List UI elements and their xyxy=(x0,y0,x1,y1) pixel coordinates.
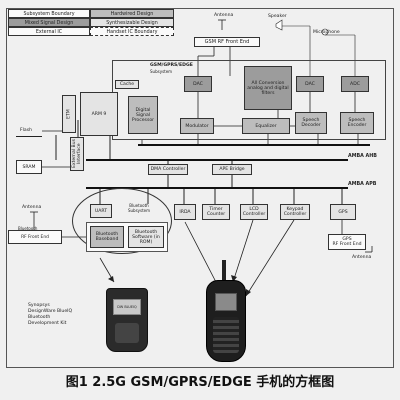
amba-ahb-bus xyxy=(86,159,348,161)
analog-digital-filters: All Conversion analog and digital filter… xyxy=(244,66,292,110)
bluetooth-antenna-label: Antenna xyxy=(22,205,42,210)
gsm-subsystem-sublabel: Subsystem xyxy=(150,69,173,74)
bluetooth-subsystem-label: Bluetooth Subsystem xyxy=(127,203,151,213)
bluetooth-baseband: Bluetooth Baseband xyxy=(90,226,124,248)
amba-ahb-label: AMBA AHB xyxy=(348,154,377,159)
kit-line-2: DesignWare BlueIQ xyxy=(28,309,73,314)
gsm-dac: DAC xyxy=(184,76,212,92)
figure-border xyxy=(6,8,394,368)
external-bus-interface: External Bus Interface xyxy=(70,137,84,171)
audio-adc: ADC xyxy=(341,76,369,92)
kit-line-3: Bluetooth xyxy=(28,315,51,320)
microphone-label: Microphone xyxy=(313,30,340,35)
dma-controller: DMA Controller xyxy=(148,164,188,175)
speaker-label: Speaker xyxy=(268,14,287,19)
antenna-label: Antenna xyxy=(214,13,234,18)
sram-block: SRAM xyxy=(16,160,42,174)
figure-caption: 图1 2.5G GSM/GPRS/EDGE 手机的方框图 xyxy=(65,375,335,390)
gps-rf-label: RF Front End xyxy=(332,242,362,247)
keypad-controller-block: Keypad Controller xyxy=(280,204,310,220)
gsm-rf-front-end: GSM RF Front End xyxy=(194,37,260,47)
gsm-subsystem-label: GSM/GPRS/EDGE xyxy=(150,63,193,68)
legend-handset-ic-boundary: Handset IC Boundary xyxy=(90,27,174,36)
legend-external-ic: External IC xyxy=(8,27,90,36)
equalizer-block: Equalizer xyxy=(242,118,290,134)
phone-antenna xyxy=(222,260,226,284)
bluetooth-boundary-ellipse xyxy=(72,188,172,254)
legend-subsystem-boundary: Subsystem Boundary xyxy=(8,9,90,18)
timer-counter-block: Timer Counter xyxy=(202,204,230,220)
flash-label: Flash xyxy=(20,128,33,133)
amba-apb-bus xyxy=(86,187,348,189)
lcd-controller-block: LCD Controller xyxy=(240,204,268,220)
audio-dac: DAC xyxy=(296,76,324,92)
gsm-internal-bus xyxy=(138,144,370,146)
speech-encoder-block: Speech Encoder xyxy=(340,112,374,134)
kit-line-1: Synopsys xyxy=(28,303,50,308)
legend-synthesizable-design: Synthesizable Design xyxy=(90,18,174,27)
ape-bridge: APE Bridge xyxy=(212,164,252,175)
gps-rf-top-label: GPS xyxy=(342,237,352,242)
gps-antenna-label: Antenna xyxy=(352,255,372,260)
dev-kit-device-label: DW BLUEIQ xyxy=(113,299,141,315)
bluetooth-dev-kit-image: DW BLUEIQ xyxy=(106,288,148,352)
amba-apb-label: AMBA APB xyxy=(348,182,377,187)
uart-block: UART xyxy=(90,204,112,218)
flash-underline xyxy=(16,136,42,137)
etm-block: ETM xyxy=(62,95,76,133)
speech-decoder-block: Speech Decoder xyxy=(295,112,327,134)
dev-kit-device-panel xyxy=(115,323,139,343)
phone-screen xyxy=(215,293,237,311)
modulator-block: Modulator xyxy=(180,118,214,134)
kit-line-4: Development Kit xyxy=(28,321,67,326)
legend-mixed-signal-design: Mixed Signal Design xyxy=(8,18,90,27)
gps-block: GPS xyxy=(330,204,356,220)
irda-block: IRDA xyxy=(174,204,196,220)
gps-rf-front-end: GPS RF Front End xyxy=(328,234,366,250)
digital-signal-processor: Digital Signal Processor xyxy=(128,96,158,134)
bluetooth-rf-front-end: RF Front End xyxy=(8,230,62,244)
mobile-phone-image xyxy=(206,280,246,362)
arm9-processor: ARM 9 xyxy=(80,92,118,136)
legend-hardwired-design: Hardwired Design xyxy=(90,9,174,18)
bluetooth-rf-note: Bluetooth xyxy=(18,226,38,231)
cache-block: Cache xyxy=(115,80,139,89)
bluetooth-software-rom: Bluetooth Software (in ROM) xyxy=(128,226,164,248)
phone-keypad xyxy=(213,317,239,353)
